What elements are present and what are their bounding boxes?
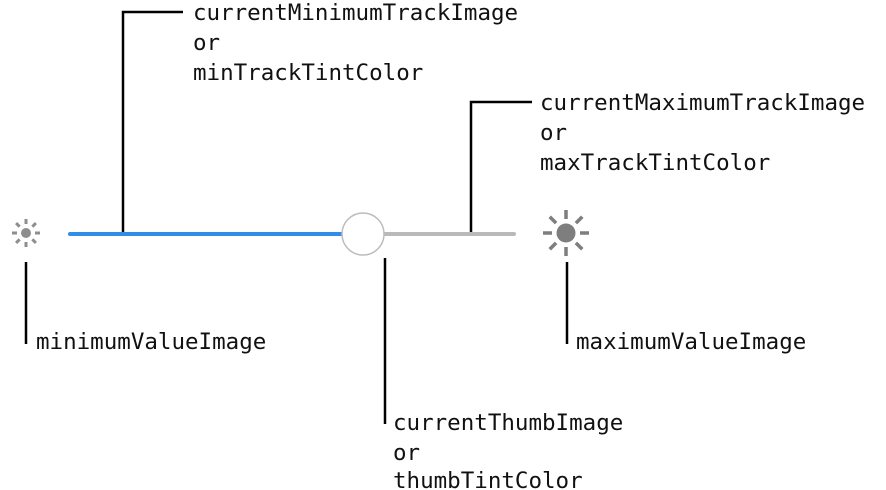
leader-current-min-track (121, 10, 183, 232)
label-current-thumb-line2: or (393, 440, 420, 466)
label-current-min-track-line2: or (193, 30, 220, 56)
label-current-min-track-line3: minTrackTintColor (193, 60, 423, 86)
sun-large-icon (543, 210, 589, 256)
sun-ray (31, 222, 37, 228)
leader-lines (24, 10, 569, 424)
sun-ray (31, 238, 37, 244)
label-current-max-track-line1: currentMaximumTrackImage (540, 90, 865, 116)
slider-thumb[interactable] (341, 212, 385, 256)
label-current-min-track-line1: currentMinimumTrackImage (193, 0, 518, 26)
label-current-max-track-line3: maxTrackTintColor (540, 150, 770, 176)
sun-ray (548, 215, 558, 225)
label-current-max-track-line2: or (540, 120, 567, 146)
label-minimum-value-image: minimumValueImage (36, 329, 266, 355)
label-current-thumb-line1: currentThumbImage (393, 410, 623, 436)
sun-ray (574, 215, 584, 225)
sun-ray (548, 241, 558, 251)
label-current-thumb-line3: thumbTintColor (393, 468, 583, 490)
sun-core (21, 228, 31, 238)
sun-small-icon (12, 219, 40, 247)
sun-ray (15, 238, 21, 244)
label-maximum-value-image: maximumValueImage (576, 329, 806, 355)
leader-current-max-track (469, 100, 532, 232)
sun-core (556, 223, 576, 243)
sun-ray (15, 222, 21, 228)
sun-ray (574, 241, 584, 251)
